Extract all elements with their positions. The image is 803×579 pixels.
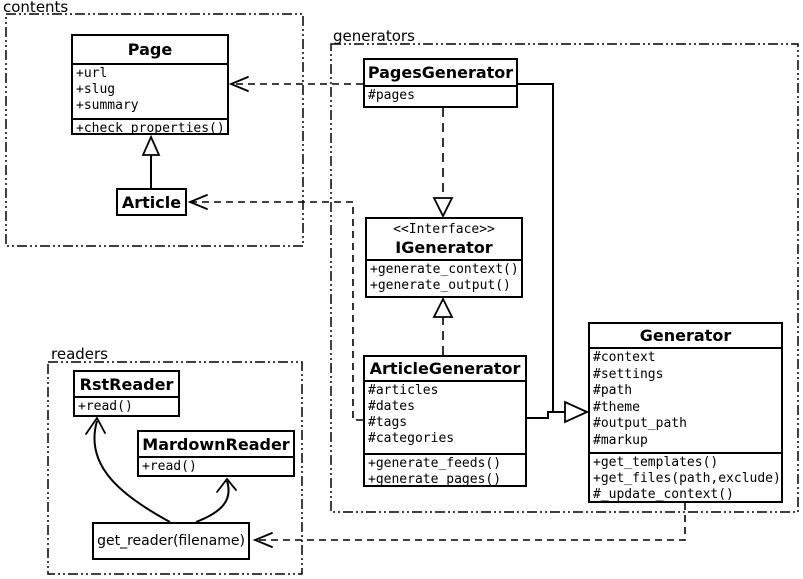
class-box-rstreader: RstReader +read() — [73, 370, 180, 417]
member-row: #output_path — [593, 416, 687, 431]
package-label-readers: readers — [51, 345, 108, 363]
member-row: #context — [593, 350, 656, 365]
class-box-page: Page +url+slug+summary +check_properties… — [71, 34, 229, 135]
member-row: #tags — [368, 415, 408, 430]
class-methods-rstreader: +read() — [75, 396, 178, 415]
class-box-article: Article — [116, 188, 187, 216]
class-methods-igenerator: +generate_context()+generate_output() — [367, 259, 521, 296]
class-methods-mardownreader: +read() — [139, 456, 293, 475]
class-name-articlegenerator: ArticleGenerator — [369, 359, 521, 378]
realization-pagesgenerator-to-igenerator — [432, 108, 454, 219]
member-row: #settings — [593, 366, 664, 382]
class-box-igenerator: <<Interface>> IGenerator +generate_conte… — [365, 217, 523, 298]
member-row: +get_templates() — [593, 455, 719, 470]
package-border-readers — [47, 361, 303, 575]
class-methods-articlegenerator: +generate_feeds()+generate_pages() — [365, 453, 525, 485]
member-row: +slug — [76, 82, 116, 97]
member-row: +generate_output() — [370, 278, 511, 293]
member-row: #_update_context() — [593, 487, 734, 501]
member-row: #articles — [368, 383, 439, 398]
class-methods-generator: +get_templates()+get_files(path,exclude)… — [590, 452, 781, 501]
class-attributes-page: +url+slug+summary — [73, 63, 227, 118]
member-row: +read() — [142, 459, 197, 474]
package-label-contents: contents — [3, 0, 69, 16]
member-row: +read() — [78, 399, 133, 414]
generalization-article-to-page — [141, 134, 161, 188]
dependency-pagesgenerator-to-page — [228, 76, 363, 92]
member-row: #path — [593, 383, 633, 398]
package-border-generators — [330, 43, 799, 513]
function-label-getreader: get_reader(filename) — [97, 533, 245, 549]
generalization-generators-to-generator — [518, 83, 590, 424]
stereotype-interface: <<Interface>> — [393, 221, 495, 237]
dependency-articlegenerator-to-article — [187, 194, 363, 421]
class-attributes-articlegenerator: #articles#dates#tags#categories — [365, 380, 525, 453]
class-header-igenerator: <<Interface>> IGenerator — [367, 219, 521, 259]
member-row: +summary — [76, 98, 139, 113]
member-row: +generate_feeds() — [368, 456, 502, 471]
member-row: #pages — [368, 88, 415, 103]
class-name-pagesgenerator: PagesGenerator — [367, 63, 514, 82]
realization-articlegenerator-to-igenerator — [432, 296, 454, 355]
association-getreader-to-rstreader — [85, 416, 171, 523]
member-row: #theme — [593, 399, 640, 415]
class-name-rstreader: RstReader — [79, 374, 174, 394]
member-row: +url — [76, 66, 108, 81]
member-row: +generate_context() — [370, 262, 519, 277]
member-row: +get_files(path,exclude) — [593, 471, 781, 486]
member-row: #markup — [593, 432, 648, 448]
dependency-generator-to-getreader — [252, 503, 686, 548]
function-box-getreader: get_reader(filename) — [92, 522, 250, 560]
class-name-page: Page — [127, 40, 173, 59]
member-row: #categories — [368, 431, 455, 446]
class-attributes-pagesgenerator: #pages — [365, 85, 516, 106]
class-name-mardownreader: MardownReader — [142, 434, 290, 454]
class-name-generator: Generator — [639, 326, 732, 345]
class-box-pagesgenerator: PagesGenerator #pages — [363, 58, 518, 108]
member-row: +check_properties() — [76, 121, 225, 133]
class-name-igenerator: IGenerator — [395, 237, 493, 257]
member-row: #dates — [368, 399, 415, 414]
class-attributes-generator: #context#settings#path#theme#output_path… — [590, 347, 781, 452]
member-row: +generate_pages() — [368, 472, 502, 485]
class-methods-page: +check_properties() — [73, 118, 227, 133]
package-label-generators: generators — [333, 27, 415, 45]
association-getreader-to-mardownreader — [195, 477, 237, 523]
class-name-article: Article — [121, 192, 182, 212]
class-box-mardownreader: MardownReader +read() — [137, 430, 295, 477]
class-box-generator: Generator #context#settings#path#theme#o… — [588, 322, 783, 503]
class-box-articlegenerator: ArticleGenerator #articles#dates#tags#ca… — [363, 355, 527, 487]
